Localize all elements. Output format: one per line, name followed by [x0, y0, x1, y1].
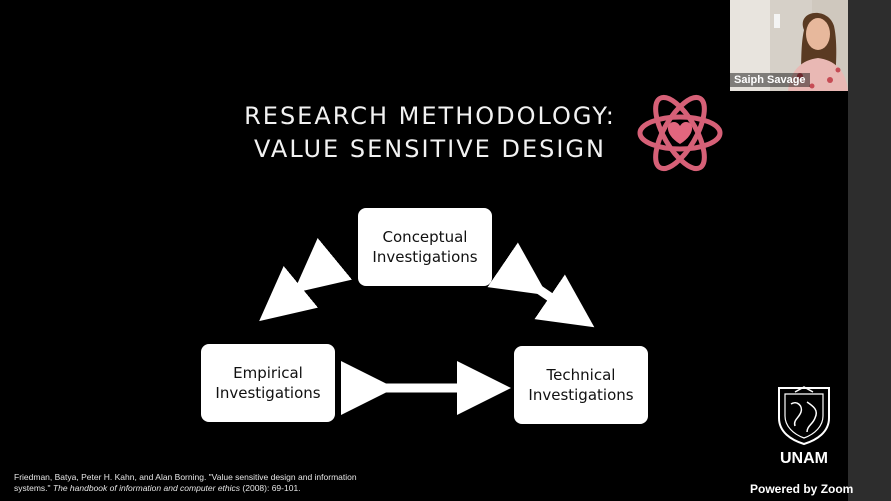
zoom-side-panel	[848, 0, 891, 501]
box-label-line2: Investigations	[215, 384, 321, 402]
participant-video-tile[interactable]: Saiph Savage	[730, 0, 848, 91]
atom-heart-icon	[637, 94, 723, 172]
citation: Friedman, Batya, Peter H. Kahn, and Alan…	[14, 472, 394, 494]
participant-name: Saiph Savage	[730, 73, 810, 87]
citation-prefix: systems."	[14, 483, 53, 493]
citation-line1: Friedman, Batya, Peter H. Kahn, and Alan…	[14, 472, 357, 482]
citation-suffix: (2008): 69-101.	[240, 483, 301, 493]
conceptual-investigations-box: Conceptual Investigations	[358, 208, 492, 286]
box-label-line1: Conceptual	[382, 228, 468, 246]
arrow-conceptual-empirical	[259, 237, 353, 322]
box-label-line1: Technical	[546, 366, 616, 384]
slide-title: RESEARCH METHODOLOGY: VALUE SENSITIVE DE…	[200, 100, 660, 166]
powered-by-zoom: Powered by Zoom	[750, 482, 854, 496]
slide-title-line2: VALUE SENSITIVE DESIGN	[254, 135, 606, 163]
participant-video-image	[730, 0, 848, 91]
institution-label: UNAM	[780, 450, 828, 467]
unam-shield-icon	[778, 386, 830, 446]
shared-slide: RESEARCH METHODOLOGY: VALUE SENSITIVE DE…	[14, 94, 723, 494]
box-label-line2: Investigations	[528, 386, 634, 404]
box-label-line2: Investigations	[372, 248, 478, 266]
arrow-conceptual-technical	[487, 242, 595, 328]
citation-title: The handbook of information and computer…	[52, 483, 241, 493]
empirical-investigations-box: Empirical Investigations	[201, 344, 335, 422]
unam-branding: UNAM	[768, 384, 840, 468]
slide-title-line1: RESEARCH METHODOLOGY:	[244, 102, 616, 130]
box-label-line1: Empirical	[233, 364, 303, 382]
technical-investigations-box: Technical Investigations	[514, 346, 648, 424]
